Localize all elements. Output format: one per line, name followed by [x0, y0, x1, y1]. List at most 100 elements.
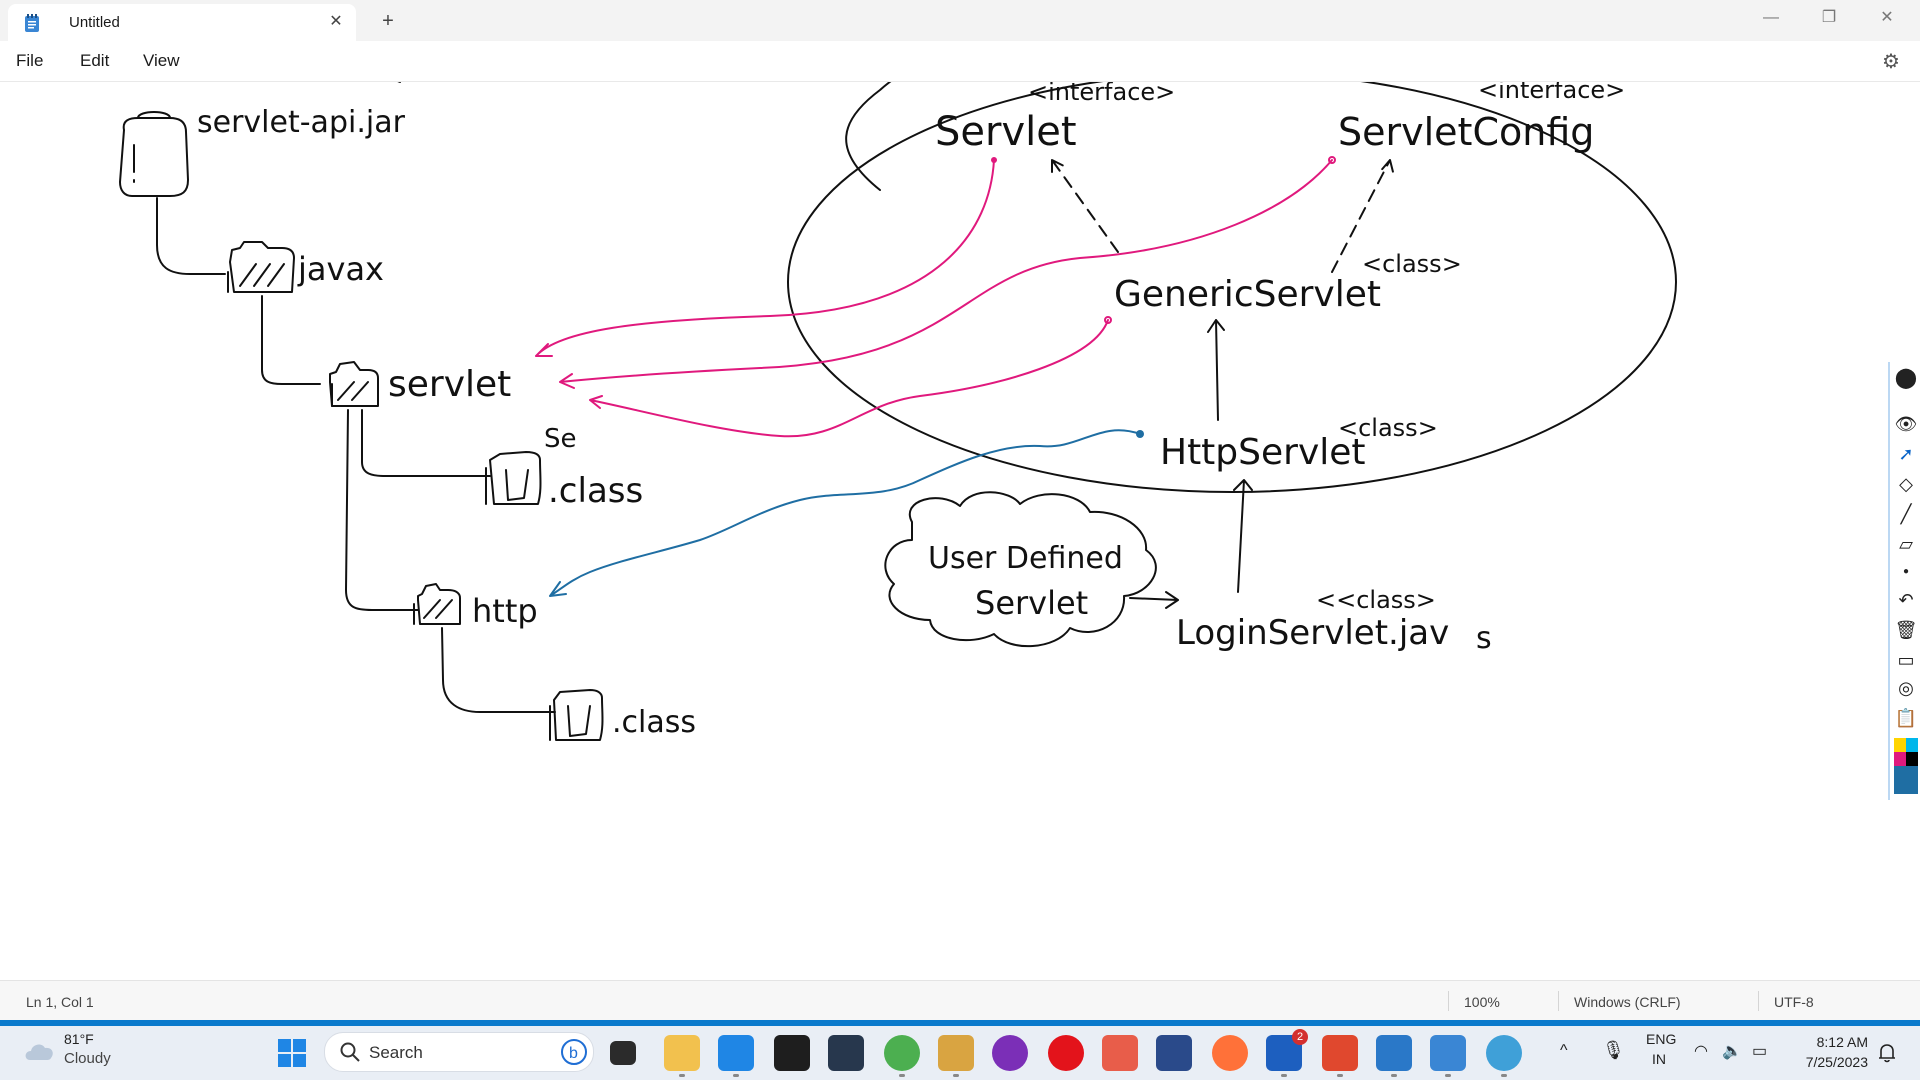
label-class-login: <<class>: [1316, 586, 1436, 614]
minimize-button[interactable]: —: [1763, 9, 1779, 26]
highlighter-icon[interactable]: ▱: [1899, 534, 1913, 554]
dot-size-icon[interactable]: ●: [1902, 566, 1910, 577]
http-folder-icon: [413, 583, 461, 625]
status-divider: [1758, 991, 1759, 1011]
label-se: Se: [544, 424, 577, 454]
ink-dashed-generic-config: [1331, 159, 1395, 273]
trash-icon[interactable]: 🗑: [1894, 620, 1918, 640]
weather-temperature[interactable]: 81°F: [64, 1031, 94, 1047]
new-tab-button[interactable]: +: [382, 10, 394, 32]
eraser-app-icon[interactable]: [1102, 1035, 1138, 1071]
close-window-button[interactable]: ✕: [1880, 9, 1894, 26]
jar-icon: [119, 111, 189, 197]
label-interface-servlet: <interface>: [1028, 82, 1175, 106]
terminal-icon[interactable]: [774, 1035, 810, 1071]
close-tab-icon[interactable]: ✕: [329, 13, 343, 30]
brush-app-icon[interactable]: [938, 1035, 974, 1077]
undo-icon[interactable]: ↶: [1898, 590, 1914, 610]
camera-icon[interactable]: ◎: [1898, 678, 1914, 698]
clipboard-icon[interactable]: 📋: [1894, 708, 1918, 728]
taskbar: 81°F Cloudy Search b 2 ^ 🎙 ENG IN ◠ 🔈 ▭ …: [0, 1026, 1920, 1080]
microphone-icon[interactable]: 🎙: [1602, 1040, 1625, 1060]
menu-edit[interactable]: Edit: [80, 51, 110, 70]
color-cyan-swatch[interactable]: [1906, 738, 1918, 752]
label-servlet-interface: Servlet: [935, 109, 1077, 155]
zoom-level[interactable]: 100%: [1464, 994, 1500, 1010]
tab-untitled[interactable]: Untitled ✕: [8, 4, 356, 41]
label-loginservlet-end: s: [1476, 621, 1492, 656]
input-region[interactable]: IN: [1652, 1051, 1666, 1067]
globe-icon[interactable]: [1486, 1035, 1522, 1077]
fan-app-icon[interactable]: [1156, 1035, 1192, 1071]
label-user-servlet: Servlet: [975, 584, 1088, 622]
notepad-icon[interactable]: [1430, 1035, 1466, 1077]
label-user-defined: User Defined: [928, 541, 1123, 576]
chrome-icon[interactable]: [884, 1035, 920, 1077]
paint-icon[interactable]: [1376, 1035, 1412, 1077]
battery-icon[interactable]: ▭: [1752, 1043, 1768, 1060]
pen-icon[interactable]: ╱: [1900, 504, 1912, 524]
status-divider: [1558, 991, 1559, 1011]
ink-dashed-generic-servlet: [1051, 159, 1119, 253]
maximize-button[interactable]: ❐: [1821, 9, 1837, 26]
tree-connector-servlet-class: [361, 409, 491, 477]
input-language[interactable]: ENG: [1646, 1031, 1677, 1047]
pink-arrow-servlet: [535, 159, 995, 357]
windows-start-icon[interactable]: [276, 1037, 308, 1069]
tree-connector-servlet-http: [345, 409, 419, 611]
encoding[interactable]: UTF-8: [1774, 994, 1814, 1010]
javax-folder-icon: [227, 241, 295, 293]
status-divider: [1448, 991, 1449, 1011]
label-class-http: <class>: [1338, 414, 1438, 442]
label-class-2: .class: [612, 705, 696, 740]
ink-arrow-login-http: [1233, 479, 1253, 593]
eraser-icon[interactable]: ◇: [1899, 474, 1913, 494]
mysql-icon[interactable]: [828, 1035, 864, 1071]
settings-gear-icon[interactable]: ⚙: [1882, 51, 1900, 73]
vscode-icon[interactable]: [718, 1035, 754, 1077]
color-blue-swatch[interactable]: [1894, 766, 1918, 794]
mask-app-icon[interactable]: [992, 1035, 1028, 1071]
task-view-icon[interactable]: [610, 1041, 636, 1065]
taskbar-search[interactable]: Search b: [324, 1032, 594, 1072]
color-pink-swatch[interactable]: [1894, 752, 1906, 766]
search-icon: [340, 1042, 360, 1062]
label-jar: servlet-api.jar: [197, 105, 406, 140]
color-black-swatch[interactable]: [1906, 752, 1918, 766]
cursor-position: Ln 1, Col 1: [26, 994, 94, 1010]
speaker-icon[interactable]: 🔈: [1722, 1043, 1742, 1060]
ink-ellipse: [787, 82, 1677, 493]
clock-date: 7/25/2023: [1805, 1054, 1868, 1070]
file-explorer-icon[interactable]: [664, 1035, 700, 1077]
ink-cloud: [884, 491, 1157, 647]
menu-file[interactable]: File: [16, 51, 44, 70]
label-servletconfig: ServletConfig: [1338, 110, 1594, 154]
opera-icon[interactable]: [1048, 1035, 1084, 1071]
color-yellow-swatch[interactable]: [1894, 738, 1906, 752]
word-icon[interactable]: 2: [1266, 1029, 1308, 1077]
line-ending[interactable]: Windows (CRLF): [1574, 994, 1681, 1010]
servlet-folder-icon: [329, 361, 379, 407]
search-placeholder: Search: [369, 1043, 423, 1062]
ink-canvas[interactable]: servlet-api.jar javax servlet Se .class …: [0, 82, 1920, 980]
cloud-icon[interactable]: [22, 1036, 56, 1066]
vscode-status-strip: [0, 1020, 1920, 1026]
label-interface-config: <interface>: [1478, 82, 1625, 104]
cursor-icon[interactable]: ➚: [1898, 444, 1914, 464]
pen-tip-icon[interactable]: ⬤: [1894, 367, 1918, 389]
screen-icon[interactable]: ▭: [1897, 650, 1915, 670]
eye-icon[interactable]: 👁: [1894, 414, 1918, 434]
label-httpservlet: HttpServlet: [1160, 432, 1366, 473]
clock[interactable]: 8:12 AM 7/25/2023: [1806, 1032, 1868, 1072]
tree-connector-http-class: [441, 627, 556, 713]
menu-bar: File Edit View ⚙: [0, 41, 1920, 82]
firefox-icon[interactable]: [1212, 1035, 1248, 1071]
notification-bell-icon[interactable]: [1877, 1042, 1897, 1064]
wifi-icon[interactable]: ◠: [1694, 1043, 1708, 1060]
bing-icon[interactable]: b: [561, 1039, 587, 1065]
red-app-icon[interactable]: [1322, 1035, 1358, 1077]
weather-condition[interactable]: Cloudy: [64, 1050, 111, 1067]
menu-view[interactable]: View: [143, 51, 180, 70]
ink-arrow-cloud-login: [1129, 591, 1179, 609]
chevron-up-icon[interactable]: ^: [1560, 1042, 1568, 1059]
